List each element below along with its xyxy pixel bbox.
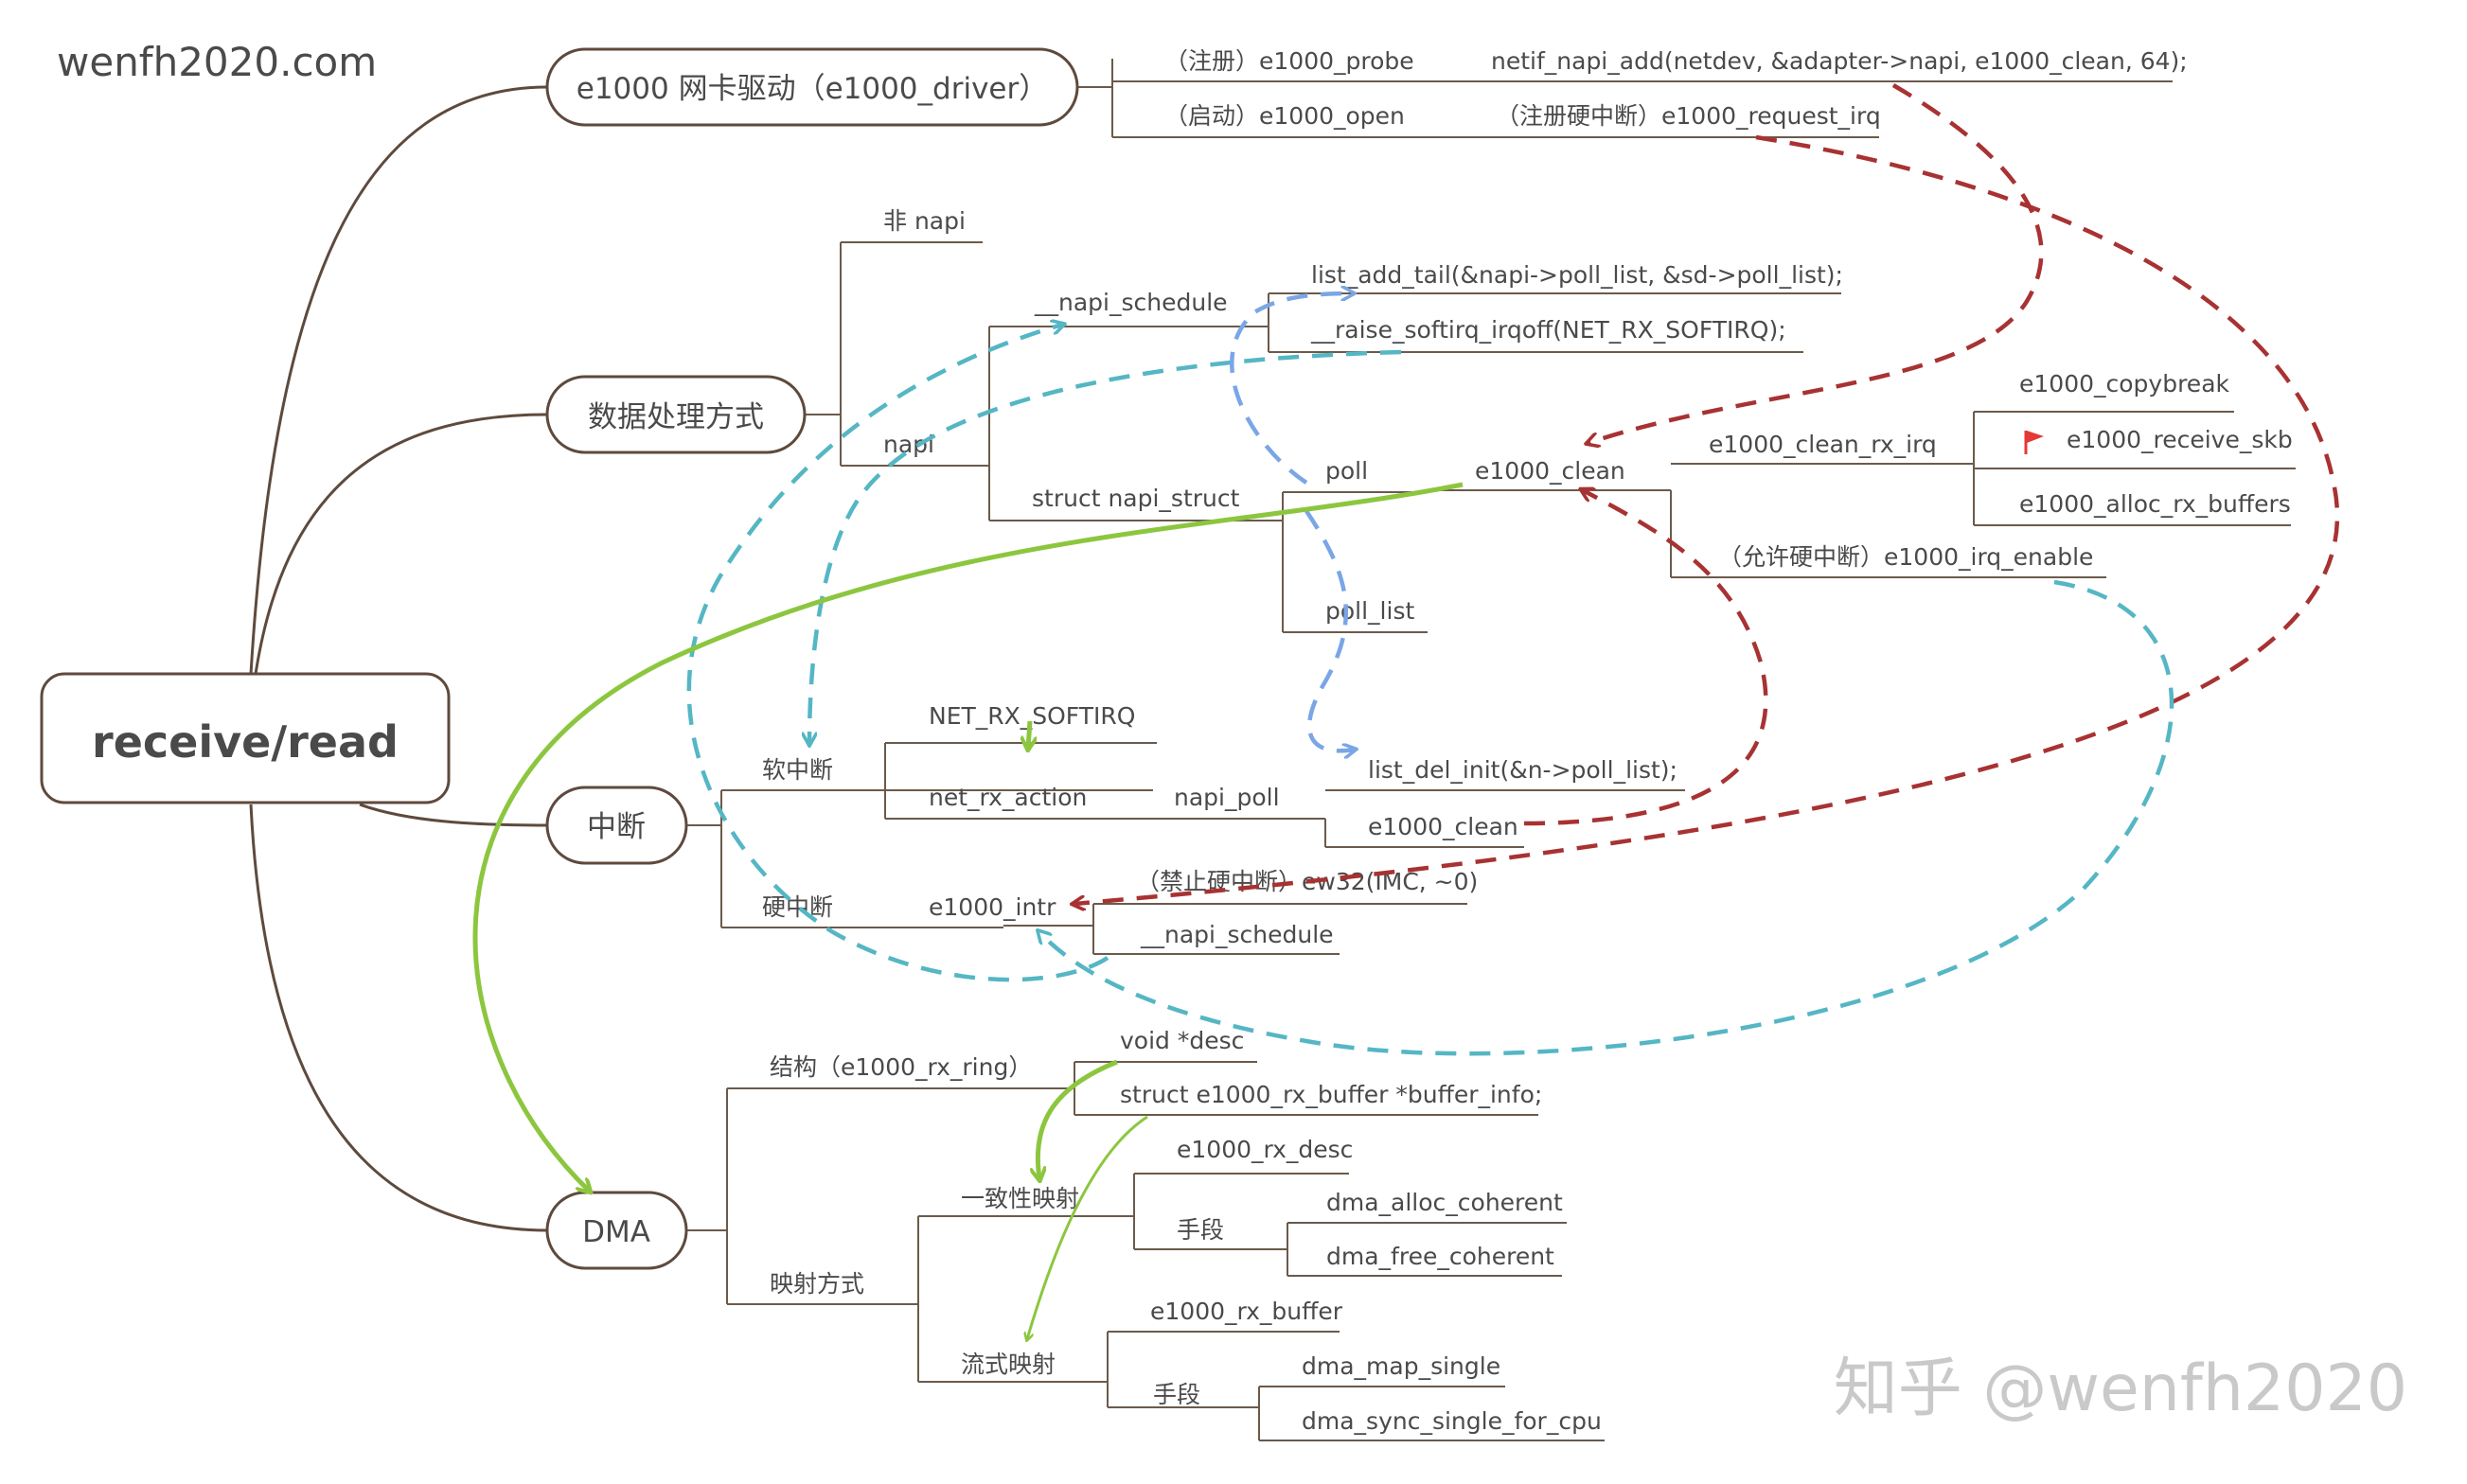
driver-node[interactable]: e1000 网卡驱动（e1000_driver）: [545, 47, 1079, 127]
irq-e1000-clean-label: e1000_clean: [1368, 813, 1518, 840]
e1000-clean-label: e1000_clean: [1475, 457, 1625, 485]
dma-free-coherent-label: dma_free_coherent: [1326, 1243, 1554, 1270]
dma-map-single-label: dma_map_single: [1302, 1352, 1500, 1380]
root-node[interactable]: receive/read: [40, 672, 451, 804]
list-add-tail-label: list_add_tail(&napi->poll_list, &sd->pol…: [1311, 261, 1843, 289]
streaming-means-label: 手段: [1153, 1381, 1200, 1408]
root-branches: [249, 85, 548, 1232]
streaming-label: 流式映射: [961, 1351, 1056, 1378]
green-arrow-clean-to-dma: [472, 482, 1464, 1191]
flag-icon: [2024, 431, 2044, 454]
clean-rx-irq-label: e1000_clean_rx_irq: [1709, 431, 1937, 458]
void-desc-label: void *desc: [1120, 1027, 1244, 1054]
interrupt-title: 中断: [587, 810, 646, 844]
list-del-init-label: list_del_init(&n->poll_list);: [1368, 756, 1677, 784]
hard-irq-label: 硬中断: [762, 893, 833, 921]
irq-enable-label: （允许硬中断）e1000_irq_enable: [1718, 543, 2093, 571]
coherent-means-label: 手段: [1177, 1216, 1224, 1244]
coherent-label: 一致性映射: [961, 1185, 1079, 1212]
open-detail: （注册硬中断）e1000_request_irq: [1496, 102, 1881, 130]
processing-branch: [805, 241, 2296, 633]
dma-structure-label: 结构（e1000_rx_ring）: [770, 1053, 1032, 1081]
alloc-rx-buffers-label: e1000_alloc_rx_buffers: [2019, 490, 2291, 518]
rx-desc-label: e1000_rx_desc: [1177, 1136, 1353, 1163]
receive-skb-label: e1000_receive_skb: [2067, 426, 2293, 453]
napi-label: napi: [883, 431, 934, 458]
net-rx-action-label: net_rx_action: [929, 784, 1087, 811]
green-arrow-desc-to-coherent: [1038, 1059, 1118, 1178]
buffer-info-label: struct e1000_rx_buffer *buffer_info;: [1120, 1081, 1542, 1108]
open-label: （启动）e1000_open: [1164, 102, 1405, 130]
red-flow-arrows: [1074, 83, 2340, 904]
probe-label: （注册）e1000_probe: [1164, 47, 1414, 75]
non-napi-label: 非 napi: [883, 207, 966, 235]
napi-schedule-label: __napi_schedule: [1034, 289, 1228, 316]
napi-poll-label: napi_poll: [1174, 784, 1280, 811]
processing-title: 数据处理方式: [588, 400, 764, 434]
dma-node[interactable]: DMA: [545, 1191, 688, 1270]
red-arrow-irq-clean-to-clean: [1523, 490, 1768, 826]
red-arrow-request-irq-to-intr: [1074, 134, 2340, 904]
dma-alloc-coherent-label: dma_alloc_coherent: [1326, 1189, 1563, 1216]
teal-flow-arrows: [686, 325, 2174, 1056]
poll-list-label: poll_list: [1325, 597, 1414, 625]
irq-napi-schedule-label: __napi_schedule: [1140, 921, 1334, 948]
dma-title: DMA: [582, 1215, 650, 1249]
green-arrow-buffer-to-streaming: [1027, 1115, 1148, 1339]
red-arrow-probe-to-clean: [1588, 83, 2044, 443]
interrupt-node[interactable]: 中断: [545, 786, 688, 865]
driver-title: e1000 网卡驱动（e1000_driver）: [577, 72, 1048, 106]
dma-mapping-label: 映射方式: [770, 1270, 864, 1298]
processing-node[interactable]: 数据处理方式: [545, 375, 807, 454]
net-rx-softirq-label: NET_RX_SOFTIRQ: [929, 702, 1135, 730]
teal-arrow-intr-to-schedule: [686, 325, 1109, 982]
green-arrow-softirq-to-action: [1028, 720, 1030, 748]
poll-label: poll: [1325, 457, 1368, 485]
site-title: wenfh2020.com: [57, 39, 377, 85]
rx-buffer-label: e1000_rx_buffer: [1150, 1298, 1343, 1325]
teal-arrow-raise-to-softirq: [809, 349, 1402, 743]
blue-arrow-pollnode-to-list-add: [1230, 293, 1352, 485]
driver-branch: [1077, 59, 2173, 138]
teal-arrow-enable-to-intr: [1039, 579, 2174, 1056]
napi-struct-label: struct napi_struct: [1032, 485, 1240, 512]
blue-arrow-to-list-del: [1304, 509, 1354, 751]
soft-irq-label: 软中断: [762, 756, 833, 784]
dma-branch: [686, 1061, 1605, 1441]
green-flow-arrows: [472, 482, 1464, 1339]
e1000-intr-label: e1000_intr: [929, 893, 1056, 921]
blue-flow-arrows: [1230, 293, 1354, 751]
raise-softirq-label: __raise_softirq_irqoff(NET_RX_SOFTIRQ);: [1310, 316, 1786, 344]
probe-detail: netif_napi_add(netdev, &adapter->napi, e…: [1491, 47, 2188, 75]
copybreak-label: e1000_copybreak: [2019, 370, 2230, 398]
dma-sync-single-label: dma_sync_single_for_cpu: [1302, 1407, 1602, 1435]
watermark: 知乎 @wenfh2020: [1834, 1352, 2407, 1426]
root-label: receive/read: [92, 716, 399, 768]
